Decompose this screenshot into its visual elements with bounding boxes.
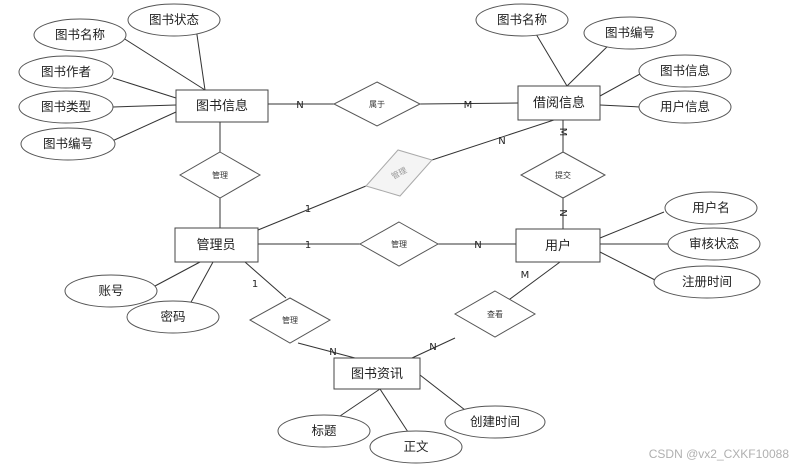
attr-book-status-label: 图书状态 [149, 12, 199, 27]
attr-borrow-book-no-label: 图书编号 [605, 25, 655, 40]
rel-manage-news: 管理 [248, 297, 332, 344]
attr-book-no-label: 图书编号 [43, 136, 93, 151]
card-borrow-submit: M [557, 128, 568, 137]
entity-admin-label: 管理员 [196, 238, 235, 253]
card-manage-news-news: N [329, 347, 336, 358]
rel-submit: 提交 [519, 151, 607, 199]
entity-borrow-info: 借阅信息 [517, 85, 601, 121]
attr-created-time: 创建时间 [444, 405, 546, 439]
card-belongs-book: N [296, 100, 303, 111]
rel-manage-news-label: 管理 [282, 315, 298, 325]
card-admin-manage-borrow: 1 [305, 204, 311, 215]
attr-borrow-user-info: 用户信息 [638, 90, 732, 124]
attr-book-type: 图书类型 [18, 90, 114, 124]
attr-reg-time: 注册时间 [653, 265, 761, 299]
rel-manage-user-label: 管理 [391, 239, 407, 249]
entity-book-news: 图书资讯 [333, 357, 421, 390]
attr-title: 标题 [277, 414, 371, 448]
rel-belongs-label: 属于 [369, 100, 385, 109]
attr-body: 正文 [369, 430, 463, 464]
rel-view-label: 查看 [487, 309, 503, 319]
attr-book-author: 图书作者 [18, 55, 114, 89]
attr-username-label: 用户名 [692, 200, 730, 215]
entity-borrow-info-label: 借阅信息 [533, 95, 585, 111]
card-belongs-borrow: M [464, 100, 473, 111]
attr-password: 密码 [126, 300, 220, 334]
card-submit-user: N [557, 209, 568, 216]
attr-body-label: 正文 [403, 439, 429, 454]
card-manage-borrow-borrow: N [498, 136, 505, 147]
attr-title-label: 标题 [311, 423, 337, 438]
attr-account-label: 账号 [98, 283, 123, 298]
entity-book-info-label: 图书信息 [196, 98, 248, 114]
card-news-view: N [429, 342, 436, 353]
attr-book-type-label: 图书类型 [41, 99, 91, 114]
attr-book-status: 图书状态 [127, 3, 221, 37]
entity-user: 用户 [515, 228, 601, 263]
watermark: CSDN @vx2_CXKF10088 [648, 447, 789, 461]
attr-created-time-label: 创建时间 [470, 414, 520, 429]
card-view-user: M [521, 270, 530, 281]
attr-book-author-label: 图书作者 [41, 64, 91, 79]
attr-audit-status-label: 审核状态 [689, 236, 739, 251]
attr-book-no: 图书编号 [20, 127, 116, 161]
rel-manage-user: 管理 [358, 221, 440, 267]
entity-book-news-label: 图书资讯 [351, 367, 403, 382]
rel-manage-book: 管理 [178, 151, 262, 199]
rel-view: 查看 [453, 290, 537, 338]
connector-lines [109, 27, 668, 433]
attr-borrow-book-info-label: 图书信息 [660, 63, 710, 78]
attr-borrow-book-name: 图书名称 [475, 3, 569, 37]
entity-book-info: 图书信息 [175, 89, 269, 123]
attr-borrow-book-no: 图书编号 [583, 16, 677, 50]
rel-belongs: 属于 [332, 81, 422, 127]
attr-borrow-book-info: 图书信息 [638, 54, 732, 88]
attr-reg-time-label: 注册时间 [682, 274, 732, 289]
card-admin-manage-news: 1 [252, 279, 258, 290]
attr-account: 账号 [64, 274, 158, 308]
attr-audit-status: 审核状态 [667, 227, 761, 261]
attr-book-name-label: 图书名称 [55, 27, 105, 42]
rel-manage-book-label: 管理 [212, 170, 228, 180]
rel-submit-label: 提交 [555, 170, 571, 180]
entity-admin: 管理员 [174, 227, 259, 263]
entity-user-label: 用户 [545, 238, 571, 254]
card-admin-manage-user: 1 [305, 240, 311, 251]
attr-borrow-book-name-label: 图书名称 [497, 12, 547, 27]
card-manage-user-user: N [474, 240, 481, 251]
attr-borrow-user-info-label: 用户信息 [660, 99, 710, 114]
attr-username: 用户名 [664, 191, 758, 225]
rel-manage-borrow: 管理 [365, 149, 433, 197]
attr-password-label: 密码 [160, 309, 185, 324]
attr-book-name: 图书名称 [33, 18, 127, 52]
cardinality-labels: N M M N 1 N 1 N 1 N N M [252, 100, 568, 358]
